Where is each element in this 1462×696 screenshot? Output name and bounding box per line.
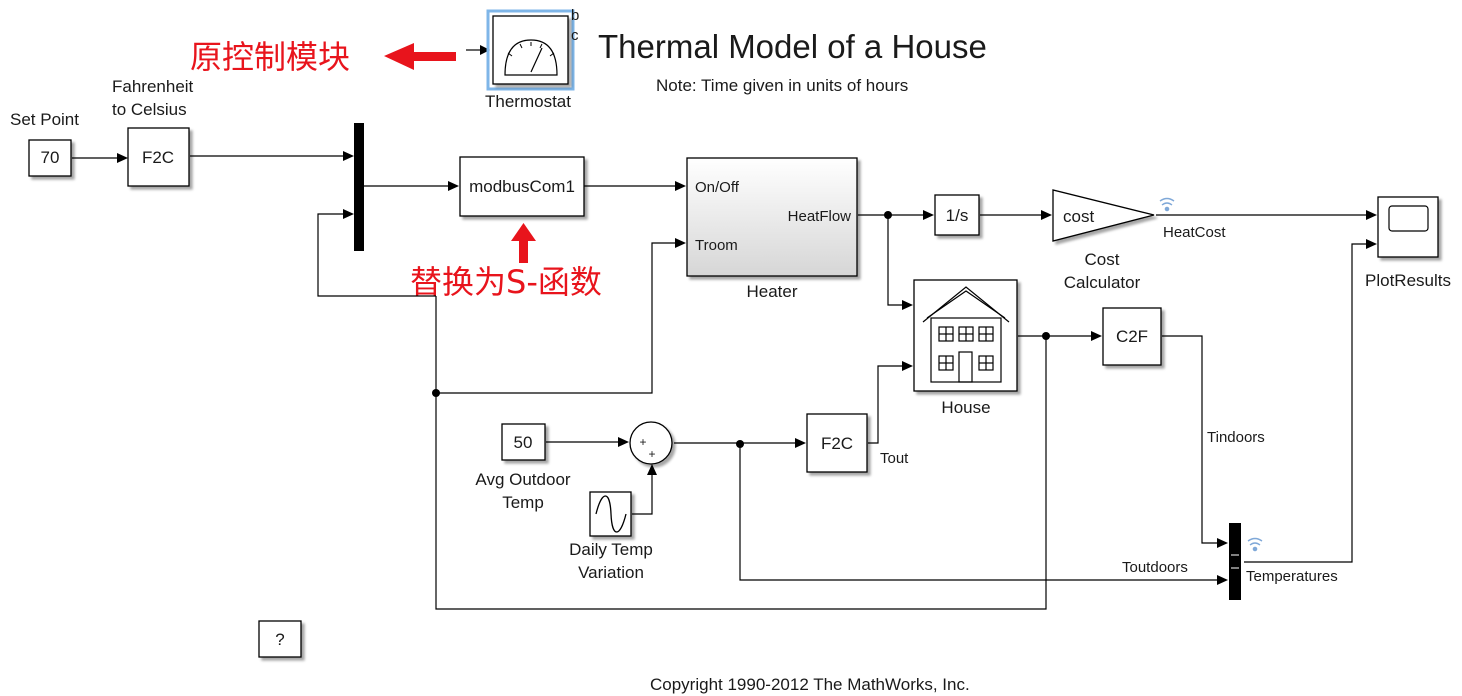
avg-outdoor-label-line1: Avg Outdoor bbox=[475, 470, 570, 489]
temperatures-mux[interactable] bbox=[1229, 523, 1241, 600]
setpoint-mux[interactable] bbox=[354, 123, 364, 251]
sum-sign-top: + bbox=[639, 435, 646, 449]
heater-port-heatflow: HeatFlow bbox=[788, 208, 852, 225]
c2f-text: C2F bbox=[1116, 327, 1148, 346]
avg-outdoor-constant-block[interactable] bbox=[501, 423, 546, 461]
help-text: ? bbox=[275, 630, 284, 649]
daily-temp-label-line1: Daily Temp bbox=[569, 540, 653, 559]
annotation-up-arrow bbox=[511, 223, 536, 263]
house-icon bbox=[922, 286, 1010, 383]
scope-screen-icon bbox=[1388, 205, 1429, 232]
cost-gain-block[interactable] bbox=[1052, 189, 1155, 242]
integrator-text: 1/s bbox=[946, 206, 969, 225]
heater-port-onoff: On/Off bbox=[695, 179, 740, 196]
heater-subsystem-block[interactable] bbox=[686, 157, 858, 277]
heatcost-signal-label: HeatCost bbox=[1163, 224, 1226, 241]
tout-signal-label: Tout bbox=[880, 450, 909, 467]
f2c-top-label-line1: Fahrenheit bbox=[112, 77, 194, 96]
house-label: House bbox=[941, 398, 990, 417]
f2c-top-text: F2C bbox=[142, 148, 174, 167]
f2c-bottom-block[interactable] bbox=[806, 413, 868, 473]
toutdoors-signal-label: Toutdoors bbox=[1122, 559, 1188, 576]
cost-label-line1: Cost bbox=[1085, 250, 1120, 269]
modbus-sfunction-block[interactable] bbox=[459, 156, 585, 217]
sum-sign-bottom: + bbox=[648, 447, 655, 461]
heater-label: Heater bbox=[746, 282, 797, 301]
wifi-signal-icon bbox=[1159, 197, 1175, 212]
avg-outdoor-value: 50 bbox=[514, 433, 533, 452]
gauge-icon bbox=[504, 39, 558, 76]
wifi-signal-icon bbox=[1247, 537, 1263, 552]
f2c-top-label-line2: to Celsius bbox=[112, 100, 187, 119]
plotresults-label: PlotResults bbox=[1365, 271, 1451, 290]
replace-annotation: 替换为S-函数 bbox=[410, 263, 602, 301]
signal-lines bbox=[72, 45, 1377, 610]
sum-block[interactable] bbox=[629, 421, 673, 465]
temperatures-label: Temperatures bbox=[1246, 568, 1338, 585]
integrator-block[interactable] bbox=[934, 194, 980, 236]
setpoint-constant-block[interactable] bbox=[28, 139, 72, 177]
cost-gain-text: cost bbox=[1063, 207, 1094, 226]
original-block-annotation: 原控制模块 bbox=[190, 38, 350, 76]
avg-outdoor-label-line2: Temp bbox=[502, 493, 544, 512]
cost-label-line2: Calculator bbox=[1064, 273, 1141, 292]
daily-temp-label-line2: Variation bbox=[578, 563, 644, 582]
junction-dots bbox=[432, 211, 1050, 448]
model-title: Thermal Model of a House bbox=[598, 28, 987, 65]
setpoint-value: 70 bbox=[41, 148, 60, 167]
copyright-text: Copyright 1990-2012 The MathWorks, Inc. bbox=[650, 675, 970, 694]
model-note: Note: Time given in units of hours bbox=[656, 76, 908, 95]
modbus-block-text: modbusCom1 bbox=[469, 177, 575, 196]
setpoint-label: Set Point bbox=[10, 110, 79, 129]
tindoors-signal-label: Tindoors bbox=[1207, 429, 1265, 446]
sine-wave-icon bbox=[595, 495, 627, 533]
annotation-left-arrow bbox=[384, 43, 456, 70]
c2f-block[interactable] bbox=[1102, 307, 1162, 366]
f2c-top-block[interactable] bbox=[127, 127, 190, 187]
thermostat-label: Thermostat bbox=[485, 92, 571, 111]
help-block[interactable] bbox=[258, 620, 302, 658]
f2c-bottom-text: F2C bbox=[821, 434, 853, 453]
heater-port-troom: Troom bbox=[695, 237, 738, 254]
thermostat-block[interactable] bbox=[486, 9, 575, 91]
thermostat-port-b: b bbox=[571, 7, 579, 24]
thermostat-port-c: c bbox=[571, 27, 579, 44]
